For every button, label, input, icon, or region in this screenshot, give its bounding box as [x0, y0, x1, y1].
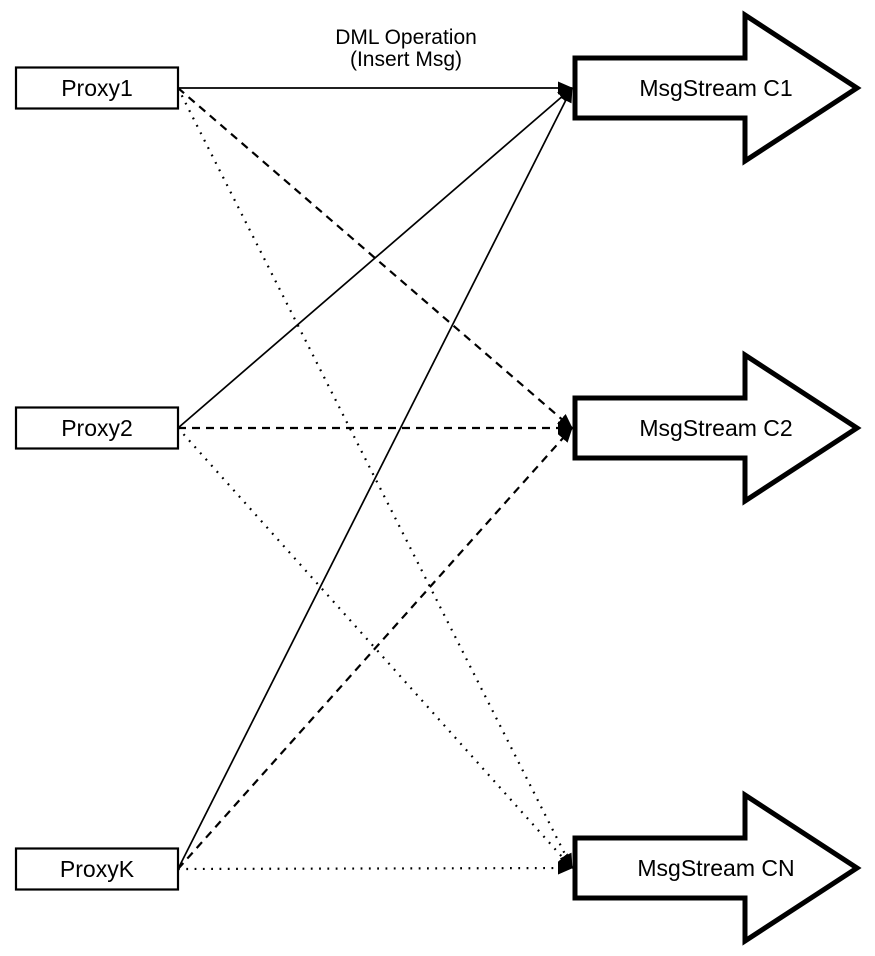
stream-node-c2: MsgStream C2: [572, 350, 862, 506]
edge-proxyk-c2-dashed: [177, 427, 573, 870]
proxy-box: [14, 847, 180, 891]
stream-arrow-shape: [572, 350, 862, 506]
edge-proxyk-cn-dotted: [177, 861, 573, 875]
edge-proxy1-c2-dashed: [177, 87, 573, 429]
dml-operation-label-line1: DML Operation: [335, 26, 477, 49]
proxy-box: [14, 66, 180, 110]
annotation-layer: DML Operation(Insert Msg): [335, 26, 477, 71]
proxy-label: Proxy1: [61, 75, 133, 101]
stream-label: MsgStream C1: [639, 75, 792, 101]
edge-proxyk-c1-solid: [177, 87, 573, 870]
proxy-label: Proxy2: [61, 415, 133, 441]
proxy-node-proxy2: Proxy2: [14, 406, 180, 450]
proxy-box: [14, 406, 180, 450]
stream-arrow-shape: [572, 10, 862, 166]
stream-label: MsgStream CN: [637, 855, 794, 881]
proxy-label: ProxyK: [60, 856, 135, 882]
edges-layer: [177, 81, 573, 875]
proxy-node-proxyk: ProxyK: [14, 847, 180, 891]
dml-operation-label-line2: (Insert Msg): [350, 48, 462, 71]
stream-nodes-layer: MsgStream C1 MsgStream C2 MsgStream CN: [572, 10, 862, 946]
proxy-node-proxy1: Proxy1: [14, 66, 180, 110]
stream-arrow-shape: [572, 790, 862, 946]
edge-proxy2-c1-solid: [177, 87, 573, 429]
stream-node-cn: MsgStream CN: [572, 790, 862, 946]
stream-label: MsgStream C2: [639, 415, 792, 441]
stream-node-c1: MsgStream C1: [572, 10, 862, 166]
